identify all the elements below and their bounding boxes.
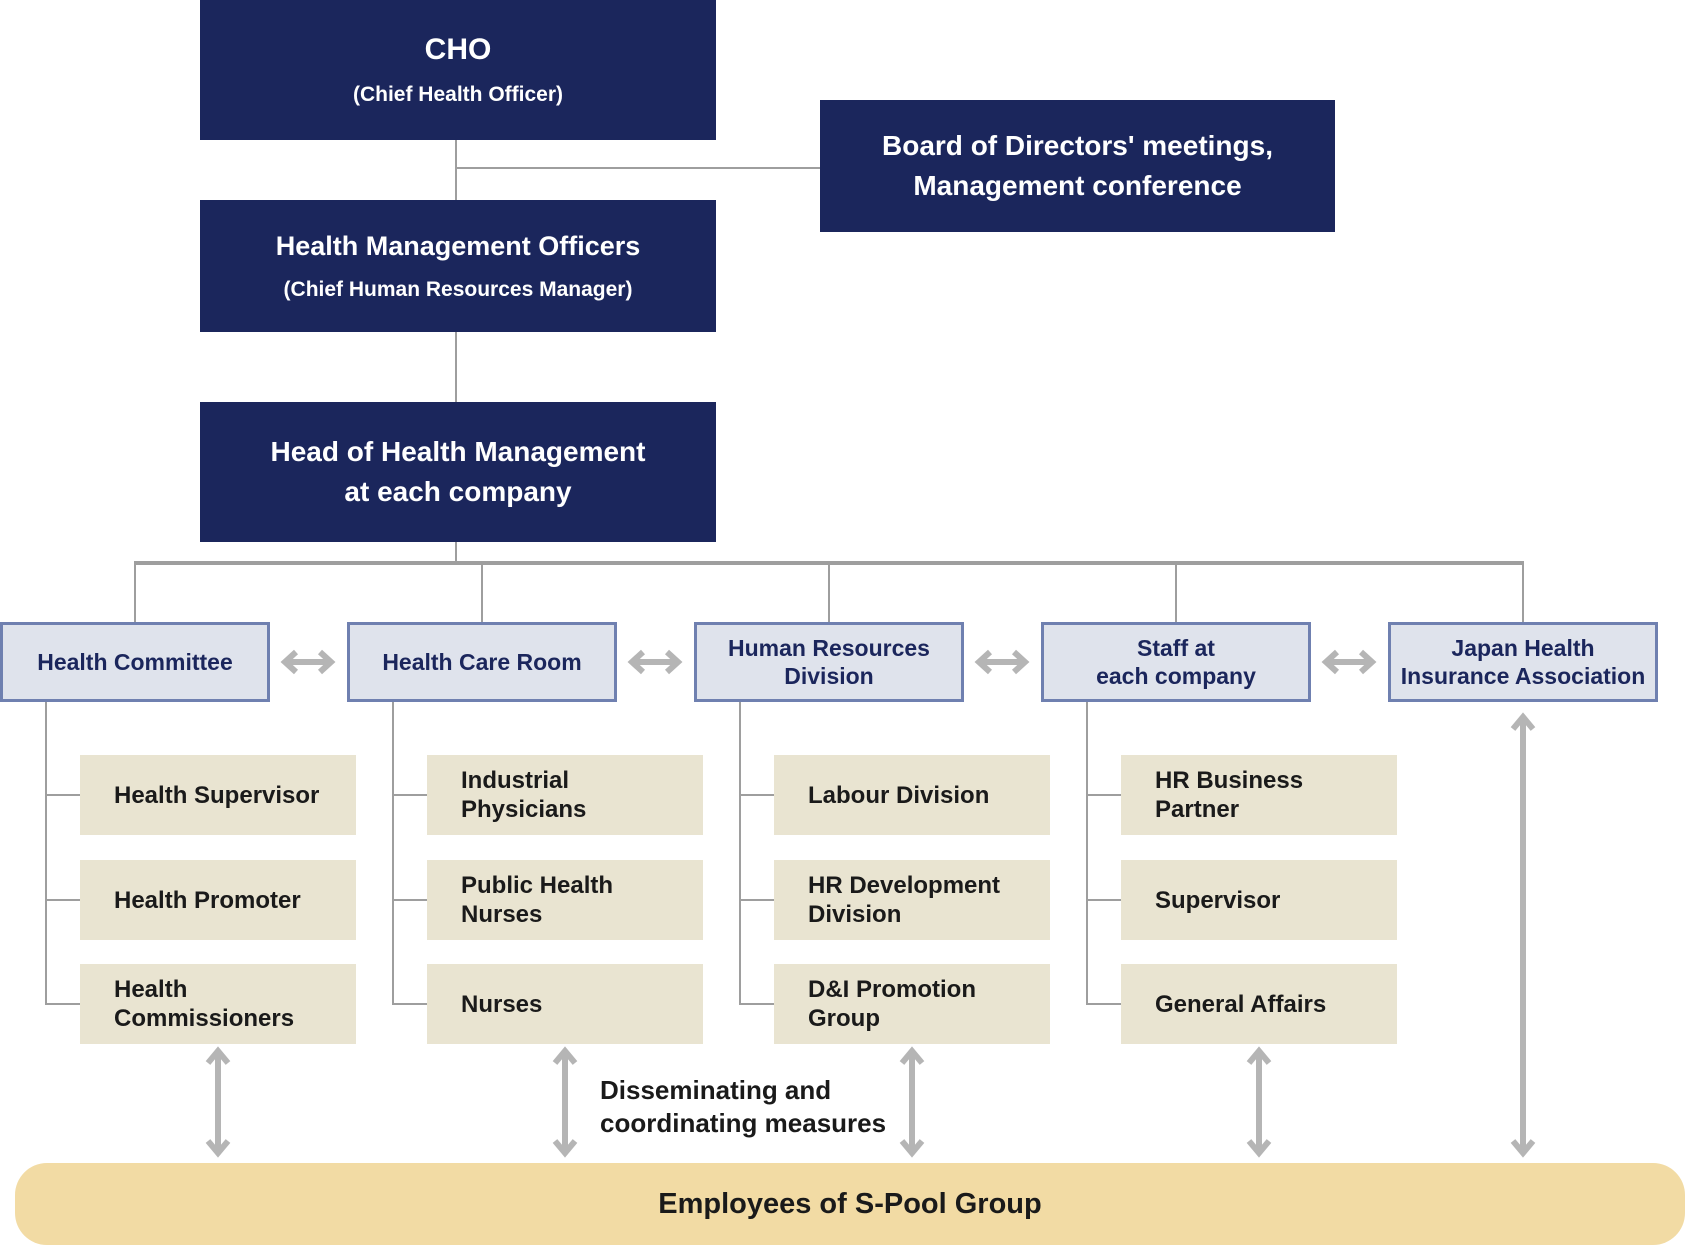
connector-drop-5 <box>1522 565 1524 622</box>
board-of-directors-box: Board of Directors' meetings, Management… <box>820 100 1335 232</box>
employees-bar: Employees of S-Pool Group <box>15 1163 1685 1245</box>
connector-head-mainline <box>455 542 457 562</box>
connector-drop-1 <box>134 565 136 622</box>
double-arrow-vertical-icon <box>897 1046 927 1158</box>
cho-title: CHO <box>424 33 492 66</box>
sub-box-hr-business-partner: HR Business Partner <box>1121 755 1397 835</box>
sub-box-industrial-physicians: Industrial Physicians <box>427 755 703 835</box>
branch-stub <box>45 794 81 796</box>
sub-box-health-commissioners: Health Commissioners <box>80 964 356 1044</box>
branch-stub <box>1086 1003 1122 1005</box>
sub-box-nurses: Nurses <box>427 964 703 1044</box>
employees-bar-label: Employees of S-Pool Group <box>658 1187 1042 1220</box>
branch-stub <box>1086 899 1122 901</box>
sub-box-label: Public Health Nurses <box>461 872 614 928</box>
dept-label: Staff at each company <box>1096 635 1256 689</box>
dept-human-resources-division: Human Resources Division <box>694 622 964 702</box>
connector-hmo-head <box>455 332 457 402</box>
dept-health-care-room: Health Care Room <box>347 622 617 702</box>
branch-stub <box>739 1003 775 1005</box>
connector-drop-4 <box>1175 565 1177 622</box>
connector-drop-2 <box>481 565 483 622</box>
sub-box-supervisor: Supervisor <box>1121 860 1397 940</box>
health-management-officers-box: Health Management Officers (Chief Human … <box>200 200 716 332</box>
double-arrow-vertical-icon <box>550 1046 580 1158</box>
head-of-health-management-label: Head of Health Management at each compan… <box>270 436 646 507</box>
double-arrow-vertical-icon <box>203 1046 233 1158</box>
head-of-health-management-box: Head of Health Management at each compan… <box>200 402 716 542</box>
dept-staff-at-each-company: Staff at each company <box>1041 622 1311 702</box>
connector-cho-board <box>456 167 820 169</box>
dept-label: Human Resources Division <box>728 635 930 689</box>
branch-line-col2 <box>392 702 394 1005</box>
branch-stub <box>45 899 81 901</box>
double-arrow-vertical-long-icon <box>1508 712 1538 1158</box>
connector-main-horizontal <box>134 561 1524 565</box>
double-arrow-horizontal-icon <box>279 647 337 677</box>
connector-cho-hmo <box>455 140 457 200</box>
annotation-disseminating-measures: Disseminating and coordinating measures <box>600 1075 887 1138</box>
double-arrow-horizontal-icon <box>626 647 684 677</box>
branch-line-col1 <box>45 702 47 1005</box>
double-arrow-vertical-icon <box>1244 1046 1274 1158</box>
sub-box-general-affairs: General Affairs <box>1121 964 1397 1044</box>
sub-box-label: Health Promoter <box>114 886 301 914</box>
cho-subtitle: (Chief Health Officer) <box>352 83 564 106</box>
connector-drop-3 <box>828 565 830 622</box>
cho-box: CHO (Chief Health Officer) <box>200 0 716 140</box>
sub-box-health-supervisor: Health Supervisor <box>80 755 356 835</box>
branch-stub <box>45 1003 81 1005</box>
sub-box-label: Labour Division <box>808 781 990 809</box>
branch-stub <box>739 794 775 796</box>
sub-box-label: Health Supervisor <box>114 781 320 809</box>
double-arrow-horizontal-icon <box>973 647 1031 677</box>
board-of-directors-label: Board of Directors' meetings, Management… <box>882 130 1273 201</box>
sub-box-health-promoter: Health Promoter <box>80 860 356 940</box>
branch-stub <box>1086 794 1122 796</box>
branch-stub <box>392 899 428 901</box>
sub-box-label: D&I Promotion Group <box>808 976 976 1032</box>
branch-line-col3 <box>739 702 741 1005</box>
hmo-title: Health Management Officers <box>275 230 641 261</box>
sub-box-label: Health Commissioners <box>114 976 295 1032</box>
sub-box-label: Supervisor <box>1155 886 1281 914</box>
sub-box-label: HR Business Partner <box>1155 767 1304 823</box>
double-arrow-horizontal-icon <box>1320 647 1378 677</box>
branch-stub <box>392 1003 428 1005</box>
branch-stub <box>392 794 428 796</box>
dept-health-committee: Health Committee <box>0 622 270 702</box>
dept-japan-health-insurance-association: Japan Health Insurance Association <box>1388 622 1658 702</box>
sub-box-label: HR Development Division <box>808 872 1001 928</box>
dept-label: Japan Health Insurance Association <box>1400 635 1646 689</box>
sub-box-hr-development-division: HR Development Division <box>774 860 1050 940</box>
dept-label: Health Care Room <box>382 649 582 675</box>
branch-stub <box>739 899 775 901</box>
dept-label: Health Committee <box>37 649 233 675</box>
hmo-subtitle: (Chief Human Resources Manager) <box>283 277 633 301</box>
sub-box-label: General Affairs <box>1155 990 1327 1018</box>
sub-box-labour-division: Labour Division <box>774 755 1050 835</box>
sub-box-label: Nurses <box>461 990 543 1018</box>
sub-box-public-health-nurses: Public Health Nurses <box>427 860 703 940</box>
sub-box-di-promotion-group: D&I Promotion Group <box>774 964 1050 1044</box>
branch-line-col4 <box>1086 702 1088 1005</box>
sub-box-label: Industrial Physicians <box>461 767 587 823</box>
